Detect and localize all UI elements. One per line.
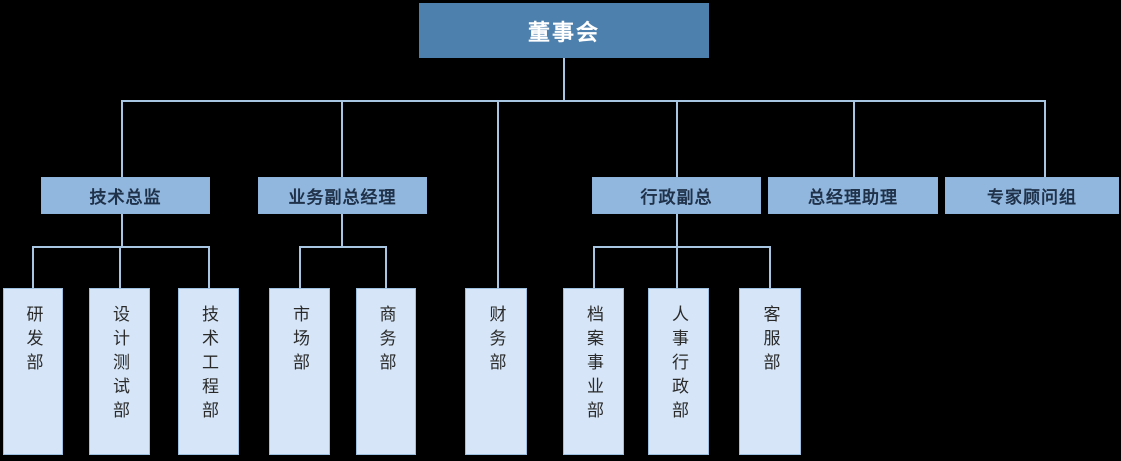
- connector-bus-tech-director: [32, 246, 210, 248]
- node-label: 客服部: [760, 305, 780, 377]
- node-label: 业务副总经理: [288, 188, 397, 207]
- node-market-dept[interactable]: 市场部: [269, 288, 330, 455]
- connector-drop-design-test-dept: [119, 246, 121, 288]
- node-service-dept[interactable]: 客服部: [739, 288, 801, 455]
- connector-drop-market-dept: [299, 246, 301, 288]
- node-design-test-dept[interactable]: 设计测试部: [89, 288, 150, 455]
- connector-drop-archive-dept: [593, 246, 595, 288]
- connector-drop-commerce-dept: [385, 246, 387, 288]
- node-label: 技术总监: [89, 188, 162, 207]
- node-business-vp[interactable]: 业务副总经理: [258, 177, 427, 214]
- node-label: 市场部: [290, 305, 309, 377]
- connector-bus-business-vp: [299, 246, 387, 248]
- connector-bus-admin-vp: [593, 246, 771, 248]
- node-label: 人事行政部: [669, 305, 688, 425]
- node-label: 研发部: [23, 305, 43, 377]
- connector-drop-finance-dept: [497, 100, 499, 288]
- connector-drop-hr-admin-dept: [676, 246, 678, 288]
- node-tech-eng-dept[interactable]: 技术工程部: [178, 288, 239, 455]
- connector-main-bus: [121, 100, 1045, 102]
- node-label: 财务部: [486, 305, 506, 377]
- node-label: 技术工程部: [199, 305, 218, 425]
- connector-drop-tech-director: [121, 100, 123, 177]
- connector-drop-business-vp: [341, 100, 343, 177]
- node-label: 商务部: [376, 305, 396, 377]
- connector-stem-business-vp: [341, 213, 343, 246]
- connector-drop-expert-group: [1044, 100, 1046, 177]
- node-board-of-directors[interactable]: 董事会: [419, 3, 709, 58]
- connector-drop-service-dept: [769, 246, 771, 288]
- connector-stem-admin-vp: [676, 213, 678, 246]
- node-label: 董事会: [527, 19, 600, 45]
- node-expert-advisory-group[interactable]: 专家顾问组: [945, 177, 1119, 214]
- node-admin-vp[interactable]: 行政副总: [592, 177, 761, 214]
- node-label: 行政副总: [640, 188, 713, 207]
- connector-drop-tech-eng-dept: [208, 246, 210, 288]
- node-rnd-dept[interactable]: 研发部: [3, 288, 63, 455]
- connector-stem-tech-director: [121, 213, 123, 246]
- node-label: 设计测试部: [110, 305, 129, 425]
- node-gm-assistant[interactable]: 总经理助理: [768, 177, 938, 214]
- node-commerce-dept[interactable]: 商务部: [356, 288, 416, 455]
- node-tech-director[interactable]: 技术总监: [41, 177, 210, 214]
- node-label: 专家顾问组: [987, 188, 1077, 207]
- node-finance-dept[interactable]: 财务部: [465, 288, 527, 455]
- node-label: 档案事业部: [584, 305, 603, 425]
- node-hr-admin-dept[interactable]: 人事行政部: [648, 288, 709, 455]
- connector-drop-admin-vp: [676, 100, 678, 177]
- node-label: 总经理助理: [808, 188, 898, 207]
- connector-drop-gm-assistant: [853, 100, 855, 177]
- connector-root-stem: [563, 58, 565, 102]
- node-archive-dept[interactable]: 档案事业部: [563, 288, 624, 455]
- connector-drop-rnd-dept: [32, 246, 34, 288]
